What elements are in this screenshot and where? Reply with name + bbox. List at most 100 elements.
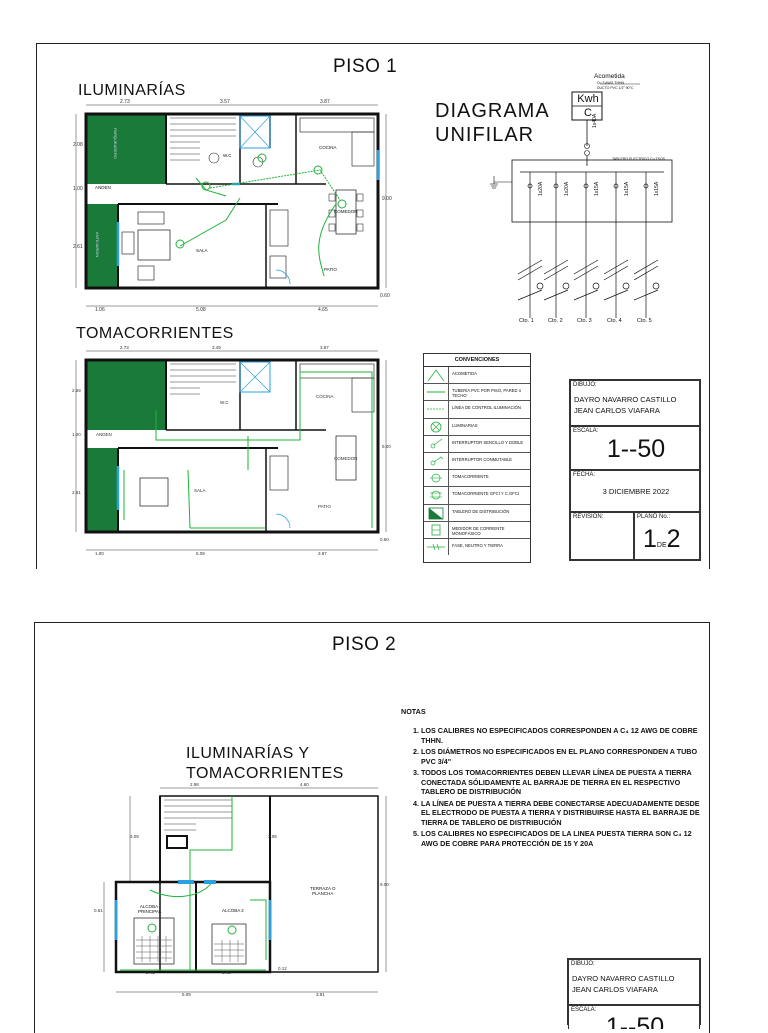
svg-text:9.00: 9.00 (382, 444, 391, 449)
section-title-outlets: TOMACORRIENTES (76, 325, 234, 342)
dibujo-label-2: DIBUJO: (571, 961, 595, 967)
note-item: LOS CALIBRES NO ESPECIFICADOS CORRESPOND… (421, 726, 701, 745)
author-2: JEAN CARLOS VIAFARA (574, 406, 660, 415)
sheet-piso-2 (34, 622, 710, 1033)
circuit-label-1: Cto. 1 (519, 318, 534, 324)
svg-text:1.06: 1.06 (95, 307, 105, 313)
note-item: LOS DIÁMETROS NO ESPECIFICADOS EN EL PLA… (421, 747, 701, 766)
diagram-title: DIAGRAMA UNIFILAR (435, 99, 550, 147)
svg-text:2.59: 2.59 (72, 388, 81, 393)
section-title-piso-2: ILUMINARÍAS Y TOMACORRIENTES (186, 744, 344, 784)
svg-text:1.00: 1.00 (95, 551, 104, 556)
svg-text:4.60: 4.60 (300, 782, 309, 787)
legend-row: TABLERO DE DISTRIBUCIÓN (424, 504, 530, 522)
notes-block: NOTAS LOS CALIBRES NO ESPECIFICADOS CORR… (401, 707, 701, 850)
legend-row: MEDIDOR DE CORRIENTE MONOFÁSICO (424, 521, 530, 539)
room-alcoba-2: ALCOBA 2 (222, 908, 244, 913)
legend-row: FASE, NEUTRO Y TIERRA (424, 538, 530, 556)
title-block-2: DIBUJO: DAYRO NAVARRO CASTILLO JEAN CARL… (567, 958, 701, 1029)
room-terraza-line2: PLANCHA (312, 891, 334, 896)
svg-text:3.87: 3.87 (320, 99, 330, 105)
notes-list: LOS CALIBRES NO ESPECIFICADOS CORRESPOND… (401, 726, 701, 848)
svg-text:5.09: 5.09 (182, 992, 191, 997)
acometida-note1: Cu 3 AWG THHN (597, 81, 625, 85)
circuit-label-3: Cto. 3 (577, 318, 592, 324)
legend-row: LUMINARIAS (424, 418, 530, 436)
svg-text:SALA: SALA (194, 488, 206, 493)
author-1-sheet2: DAYRO NAVARRO CASTILLO (572, 974, 675, 983)
room-sala: SALA (196, 248, 208, 253)
plan1-outer-wall (84, 112, 380, 290)
svg-text:PATIO: PATIO (318, 504, 331, 509)
svg-text:1.00: 1.00 (73, 186, 83, 192)
svg-text:2.91: 2.91 (72, 490, 81, 495)
svg-text:W.C: W.C (220, 400, 229, 405)
svg-text:1.00: 1.00 (72, 432, 81, 437)
plano-number: 1DE2 (643, 525, 681, 560)
circuit-label-4: Cto. 4 (607, 318, 622, 324)
note-item: TODOS LOS TOMACORRIENTES DEBEN LLEVAR LÍ… (421, 768, 701, 797)
plano-de: DE (656, 542, 667, 549)
circuit-label-2: Cto. 2 (548, 318, 563, 324)
room-anden: ANDEN (95, 185, 111, 190)
author-1: DAYRO NAVARRO CASTILLO (574, 395, 677, 404)
svg-text:2.41: 2.41 (146, 970, 155, 975)
fecha-value: 3 DICIEMBRE 2022 (602, 487, 670, 496)
plano-label: PLANO No.: (637, 514, 671, 520)
svg-text:5.09: 5.09 (196, 551, 205, 556)
acometida-note2: DUCTO PVC 1/2" 90°C (597, 86, 634, 90)
svg-text:0.60: 0.60 (380, 293, 390, 299)
escala-label-2: ESCALA: (571, 1007, 597, 1013)
svg-text:3.49: 3.49 (212, 345, 221, 350)
svg-text:3.09: 3.09 (130, 834, 139, 839)
section-title-line1: ILUMINARÍAS Y (186, 745, 310, 762)
svg-text:2.08: 2.08 (73, 142, 83, 148)
legend-row: INTERRUPTOR CONMUTABLE (424, 452, 530, 471)
plano-num: 1 (643, 525, 657, 553)
acometida-label: Acometida (594, 73, 625, 80)
room-wc: W.C (223, 153, 232, 158)
note-item: LOS CALIBRES NO ESPECIFICADOS DE LA LINE… (421, 829, 701, 848)
room-patio: PATIO (324, 267, 337, 272)
section-title-line2: TOMACORRIENTES (186, 765, 344, 782)
escala-label: ESCALA: (573, 428, 599, 434)
svg-text:3.57: 3.57 (220, 99, 230, 105)
dibujo-label: DIBUJO: (573, 382, 597, 388)
legend-row: TOMACORRIENTE GFCI Y C.GFCI (424, 487, 530, 505)
meter-label-top: Kwh (577, 93, 599, 105)
escala-value-2: 1--50 (605, 1013, 665, 1029)
room-cocina: COCINA (319, 145, 337, 150)
svg-text:3.87: 3.87 (318, 551, 327, 556)
svg-text:3.08: 3.08 (268, 834, 277, 839)
svg-text:3.87: 3.87 (320, 345, 329, 350)
legend-row: ACOMETIDA (424, 367, 530, 385)
title-block: DIBUJO: DAYRO NAVARRO CASTILLO JEAN CARL… (569, 379, 701, 561)
room-terraza: TERRAZA O PLANCHA (310, 886, 336, 896)
svg-text:3.91: 3.91 (316, 992, 325, 997)
legend-row: INTERRUPTOR SENCILLO Y DOBLE (424, 435, 530, 453)
legend-row: TUBERÍA PVC POR PISO, PARED o TECHO (424, 384, 530, 402)
svg-text:0.12: 0.12 (278, 966, 287, 971)
svg-text:COMEDOR: COMEDOR (334, 456, 358, 461)
room-alcoba-principal: ALCOBA PRINCIPAL (138, 904, 162, 914)
escala-value: 1--50 (606, 435, 666, 463)
svg-text:9.00: 9.00 (380, 882, 389, 887)
room-alcoba-principal-line2: PRINCIPAL (138, 909, 162, 914)
plano-total: 2 (666, 525, 681, 553)
svg-text:2.42: 2.42 (222, 970, 231, 975)
svg-text:4.65: 4.65 (318, 307, 328, 313)
svg-text:9.00: 9.00 (382, 196, 392, 202)
legend-row: TOMACORRIENTE (424, 470, 530, 488)
panel-note: TABLERO ELECTRICO Cu TSOS (612, 157, 665, 161)
parqueadero-zone (86, 114, 166, 184)
room-comedor: COMEDOR (334, 209, 358, 214)
distribution-panel (511, 159, 673, 223)
revision-label: REVISIÓN: (573, 514, 604, 520)
section-title-lighting: ILUMINARÍAS (78, 82, 186, 99)
legend-row: LÍNEA DE CONTROL ILUMINACIÓN (424, 401, 530, 419)
svg-text:2.73: 2.73 (120, 99, 130, 105)
svg-text:0.61: 0.61 (94, 908, 103, 913)
